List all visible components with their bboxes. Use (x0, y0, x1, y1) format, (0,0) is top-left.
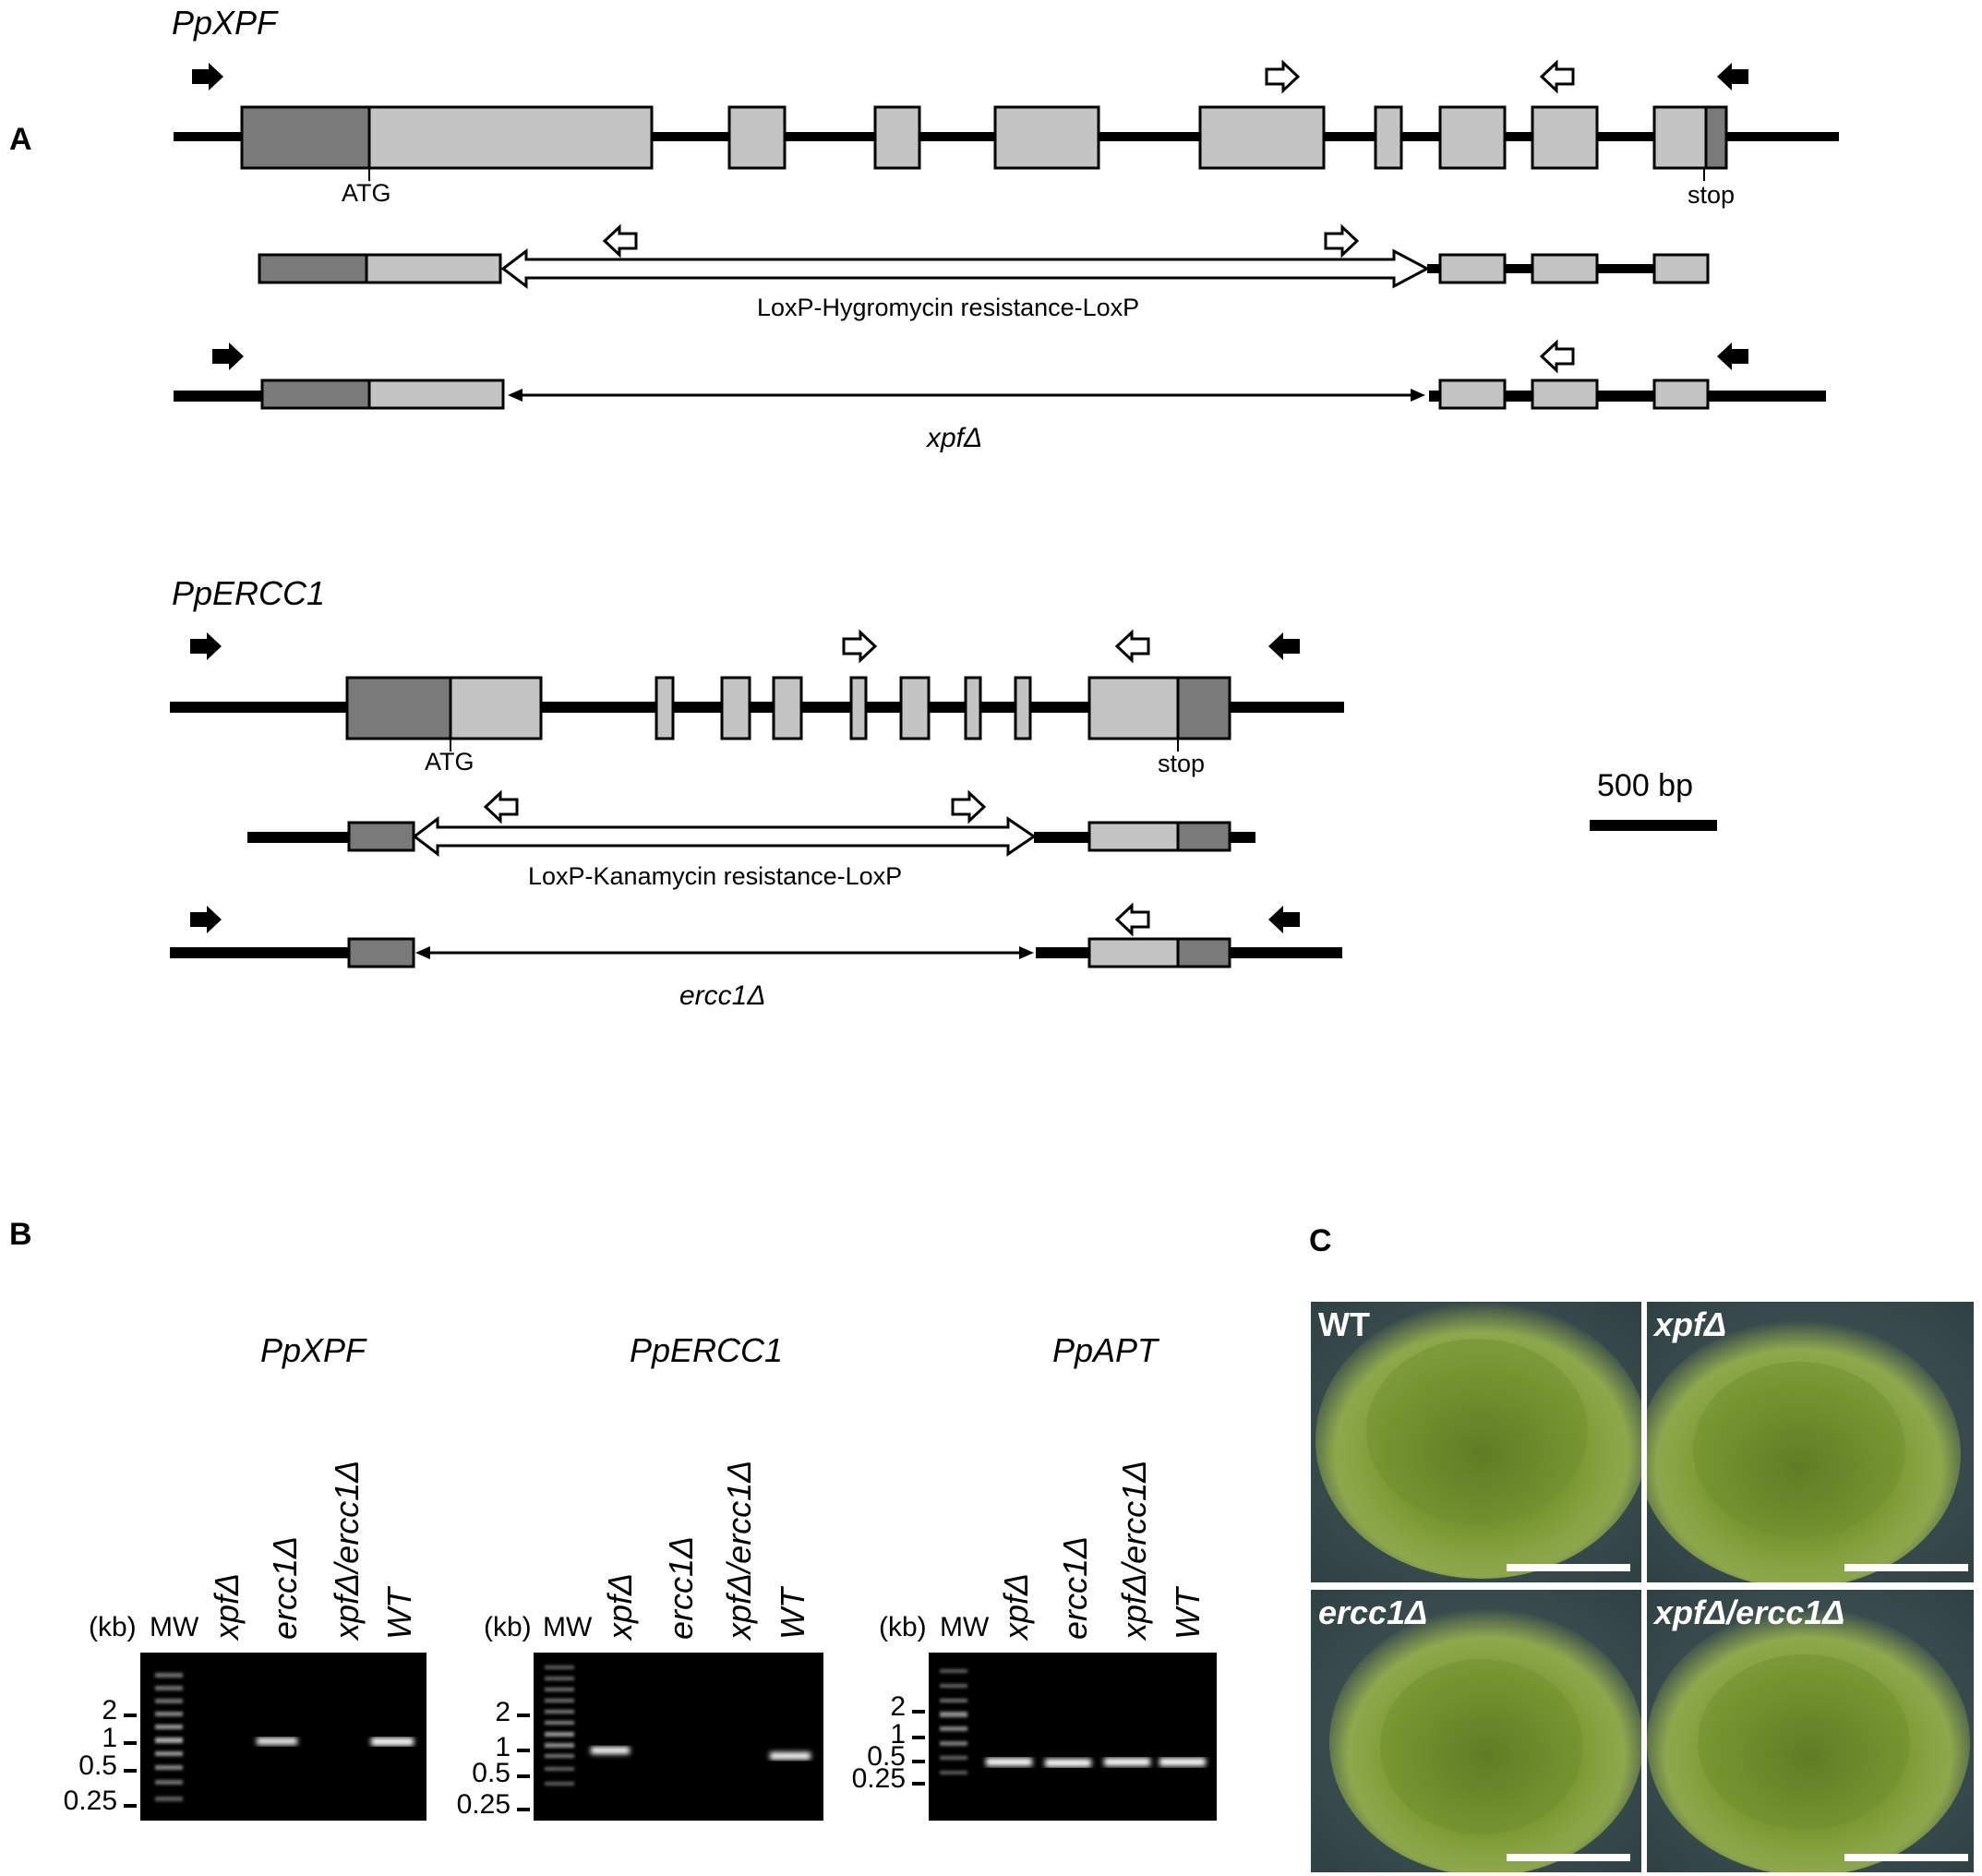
photo-label-ercc1: ercc1Δ (1318, 1593, 1428, 1631)
xpf-atg-label: ATG (342, 179, 391, 207)
gel-1-kb-label: (kb) (89, 1612, 137, 1642)
xpf-gene-title: PpXPF (172, 4, 278, 42)
gel-2-image (534, 1653, 823, 1821)
gel-2-marker-1: 1 (495, 1732, 511, 1762)
xpf-targeting-construct (258, 225, 1710, 290)
ercc1-deletion-label: ercc1Δ (679, 980, 766, 1011)
gel-2-mw-label: MW (543, 1612, 593, 1642)
panel-letter-a: A (9, 122, 32, 157)
photo-scale-bar (1844, 1564, 1968, 1571)
gel-1-title: PpXPF (260, 1331, 366, 1369)
gel-2-marker-2: 2 (495, 1697, 511, 1727)
gel-3-mw-label: MW (940, 1612, 990, 1642)
moss-photo-double: xpfΔ/ercc1Δ (1647, 1590, 1974, 1872)
ercc1-stop-label: stop (1158, 750, 1206, 777)
gel-3-lane-3-label: xpfΔ/ercc1Δ (1115, 1460, 1153, 1640)
gel-1-lane-1-label: xpfΔ (208, 1572, 246, 1640)
gel-1-marker-025: 0.25 (63, 1786, 117, 1816)
photo-label-xpf: xpfΔ (1654, 1305, 1727, 1343)
ercc1-targeting-construct (247, 791, 1255, 858)
gel-3-marker-025: 0.25 (851, 1763, 906, 1794)
gel-3-lane-4-label: WT (1169, 1588, 1207, 1640)
gel-2-lane-3-label: xpfΔ/ercc1Δ (720, 1460, 758, 1640)
moss-photo-wt: WT (1311, 1302, 1641, 1582)
xpf-deletion-allele (174, 341, 1826, 410)
panel-letter-b: B (9, 1217, 32, 1252)
gel-1-marker-2: 2 (102, 1695, 117, 1726)
gel-3-marker-2: 2 (890, 1691, 906, 1722)
ercc1-gene-title: PpERCC1 (172, 574, 326, 612)
xpf-deletion-label: xpfΔ (927, 423, 983, 453)
gel-3-lane-1-label: xpfΔ (997, 1572, 1035, 1640)
gel-2-marker-05: 0.5 (472, 1758, 511, 1788)
gel-3-image (929, 1653, 1217, 1821)
gel-1-mw-label: MW (150, 1612, 199, 1642)
hyg-cassette-label: LoxP-Hygromycin resistance-LoxP (757, 294, 1140, 321)
photo-label-double: xpfΔ/ercc1Δ (1654, 1593, 1845, 1631)
scale-bar-label: 500 bp (1597, 768, 1693, 803)
ercc1-deletion-allele (170, 904, 1342, 968)
photo-scale-bar (1507, 1564, 1630, 1571)
photo-scale-bar (1844, 1854, 1968, 1861)
gel-3-kb-label: (kb) (879, 1612, 927, 1642)
gel-1-marker-05: 0.5 (78, 1750, 117, 1781)
kan-cassette-label: LoxP-Kanamycin resistance-LoxP (528, 862, 903, 890)
gel-1-marker-1: 1 (102, 1723, 117, 1753)
gel-3-title: PpAPT (1052, 1331, 1159, 1369)
photo-scale-bar (1507, 1854, 1630, 1861)
gene-structure-diagram (170, 61, 1839, 968)
moss-photo-xpf: xpfΔ (1647, 1302, 1974, 1582)
gel-1-lane-3-label: xpfΔ/ercc1Δ (328, 1460, 366, 1640)
gel-1-lane-4-label: WT (380, 1588, 418, 1640)
gel-3-marker-1: 1 (890, 1719, 906, 1750)
gel-2-kb-label: (kb) (484, 1612, 532, 1642)
xpf-genomic-locus (174, 61, 1839, 181)
xpf-stop-label: stop (1688, 181, 1736, 209)
panel-letter-c: C (1309, 1223, 1332, 1258)
gel-2-lane-4-label: WT (774, 1588, 811, 1640)
gel-1-image (140, 1653, 426, 1821)
gel-1-lane-2-label: ercc1Δ (266, 1535, 304, 1640)
gel-2-lane-1-label: xpfΔ (601, 1572, 639, 1640)
gel-3-lane-2-label: ercc1Δ (1056, 1535, 1094, 1640)
moss-photo-ercc1: ercc1Δ (1311, 1590, 1641, 1872)
gel-2-title: PpERCC1 (630, 1331, 784, 1369)
gel-2-marker-025: 0.25 (456, 1789, 511, 1820)
ercc1-atg-label: ATG (425, 748, 474, 776)
gel-2-lane-2-label: ercc1Δ (662, 1535, 700, 1640)
scale-bar (1590, 820, 1717, 831)
photo-label-wt: WT (1318, 1305, 1370, 1343)
ercc1-genomic-locus (170, 631, 1344, 752)
gel-3-marker-05: 0.5 (867, 1741, 906, 1772)
